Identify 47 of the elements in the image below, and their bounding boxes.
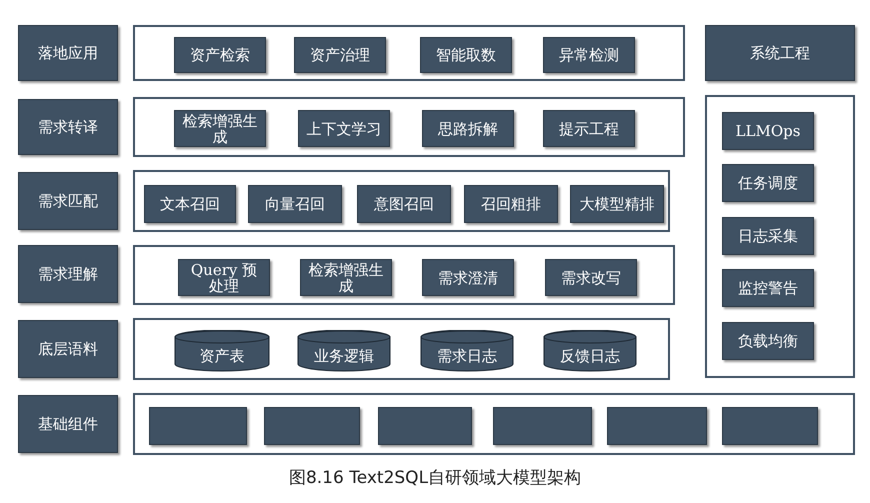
layer-label: 落地应用 (18, 25, 118, 81)
module-box: 召回粗排 (464, 185, 558, 223)
layer-label: 系统工程 (705, 25, 855, 81)
layer-label: 需求匹配 (18, 172, 118, 230)
module-box: 任务调度 (722, 164, 814, 202)
cylinder-label: 资产表 (200, 346, 244, 366)
component-box (493, 407, 592, 445)
layer-frame (133, 25, 685, 81)
layer-frame (133, 245, 675, 305)
figure-caption: 图8.16 Text2SQL自研领域大模型架构 (288, 467, 582, 489)
module-box: 监控警告 (722, 269, 814, 307)
module-box: 需求改写 (545, 259, 637, 296)
component-box (722, 407, 818, 445)
module-box: 向量召回 (248, 185, 342, 223)
module-box: 检索增强生成 (174, 110, 266, 147)
component-box (264, 407, 360, 445)
module-box: 需求澄清 (422, 259, 514, 296)
component-box (607, 407, 707, 445)
layer-frame (133, 97, 685, 157)
module-box: LLMOps (722, 112, 814, 150)
module-box: 资产治理 (294, 37, 386, 73)
layer-frame (133, 393, 855, 455)
layer-frame (133, 318, 670, 380)
module-box: 资产检索 (174, 37, 266, 73)
module-box: 意图召回 (357, 185, 451, 223)
module-box: 大模型精排 (570, 185, 664, 223)
module-box: 检索增强生成 (300, 259, 392, 296)
module-box: 思路拆解 (422, 110, 514, 147)
component-box (149, 407, 247, 445)
module-box: 日志采集 (722, 217, 814, 255)
cylinder-label: 业务逻辑 (314, 346, 374, 366)
component-box (378, 407, 472, 445)
module-box: 文本召回 (144, 185, 236, 223)
layer-label: 基础组件 (18, 395, 118, 453)
layer-frame (705, 95, 855, 378)
module-box: 智能取数 (420, 37, 512, 73)
layer-label: 需求转译 (18, 99, 118, 155)
module-box: 上下文学习 (298, 110, 390, 147)
layer-label: 需求理解 (18, 245, 118, 303)
module-box: Query 预处理 (178, 259, 270, 296)
module-box: 负载均衡 (722, 322, 814, 360)
module-box: 异常检测 (543, 37, 635, 73)
module-box: 提示工程 (543, 110, 635, 147)
layer-frame (133, 170, 670, 232)
layer-label: 底层语料 (18, 320, 118, 378)
cylinder-label: 需求日志 (437, 346, 497, 366)
cylinder-label: 反馈日志 (560, 346, 620, 366)
